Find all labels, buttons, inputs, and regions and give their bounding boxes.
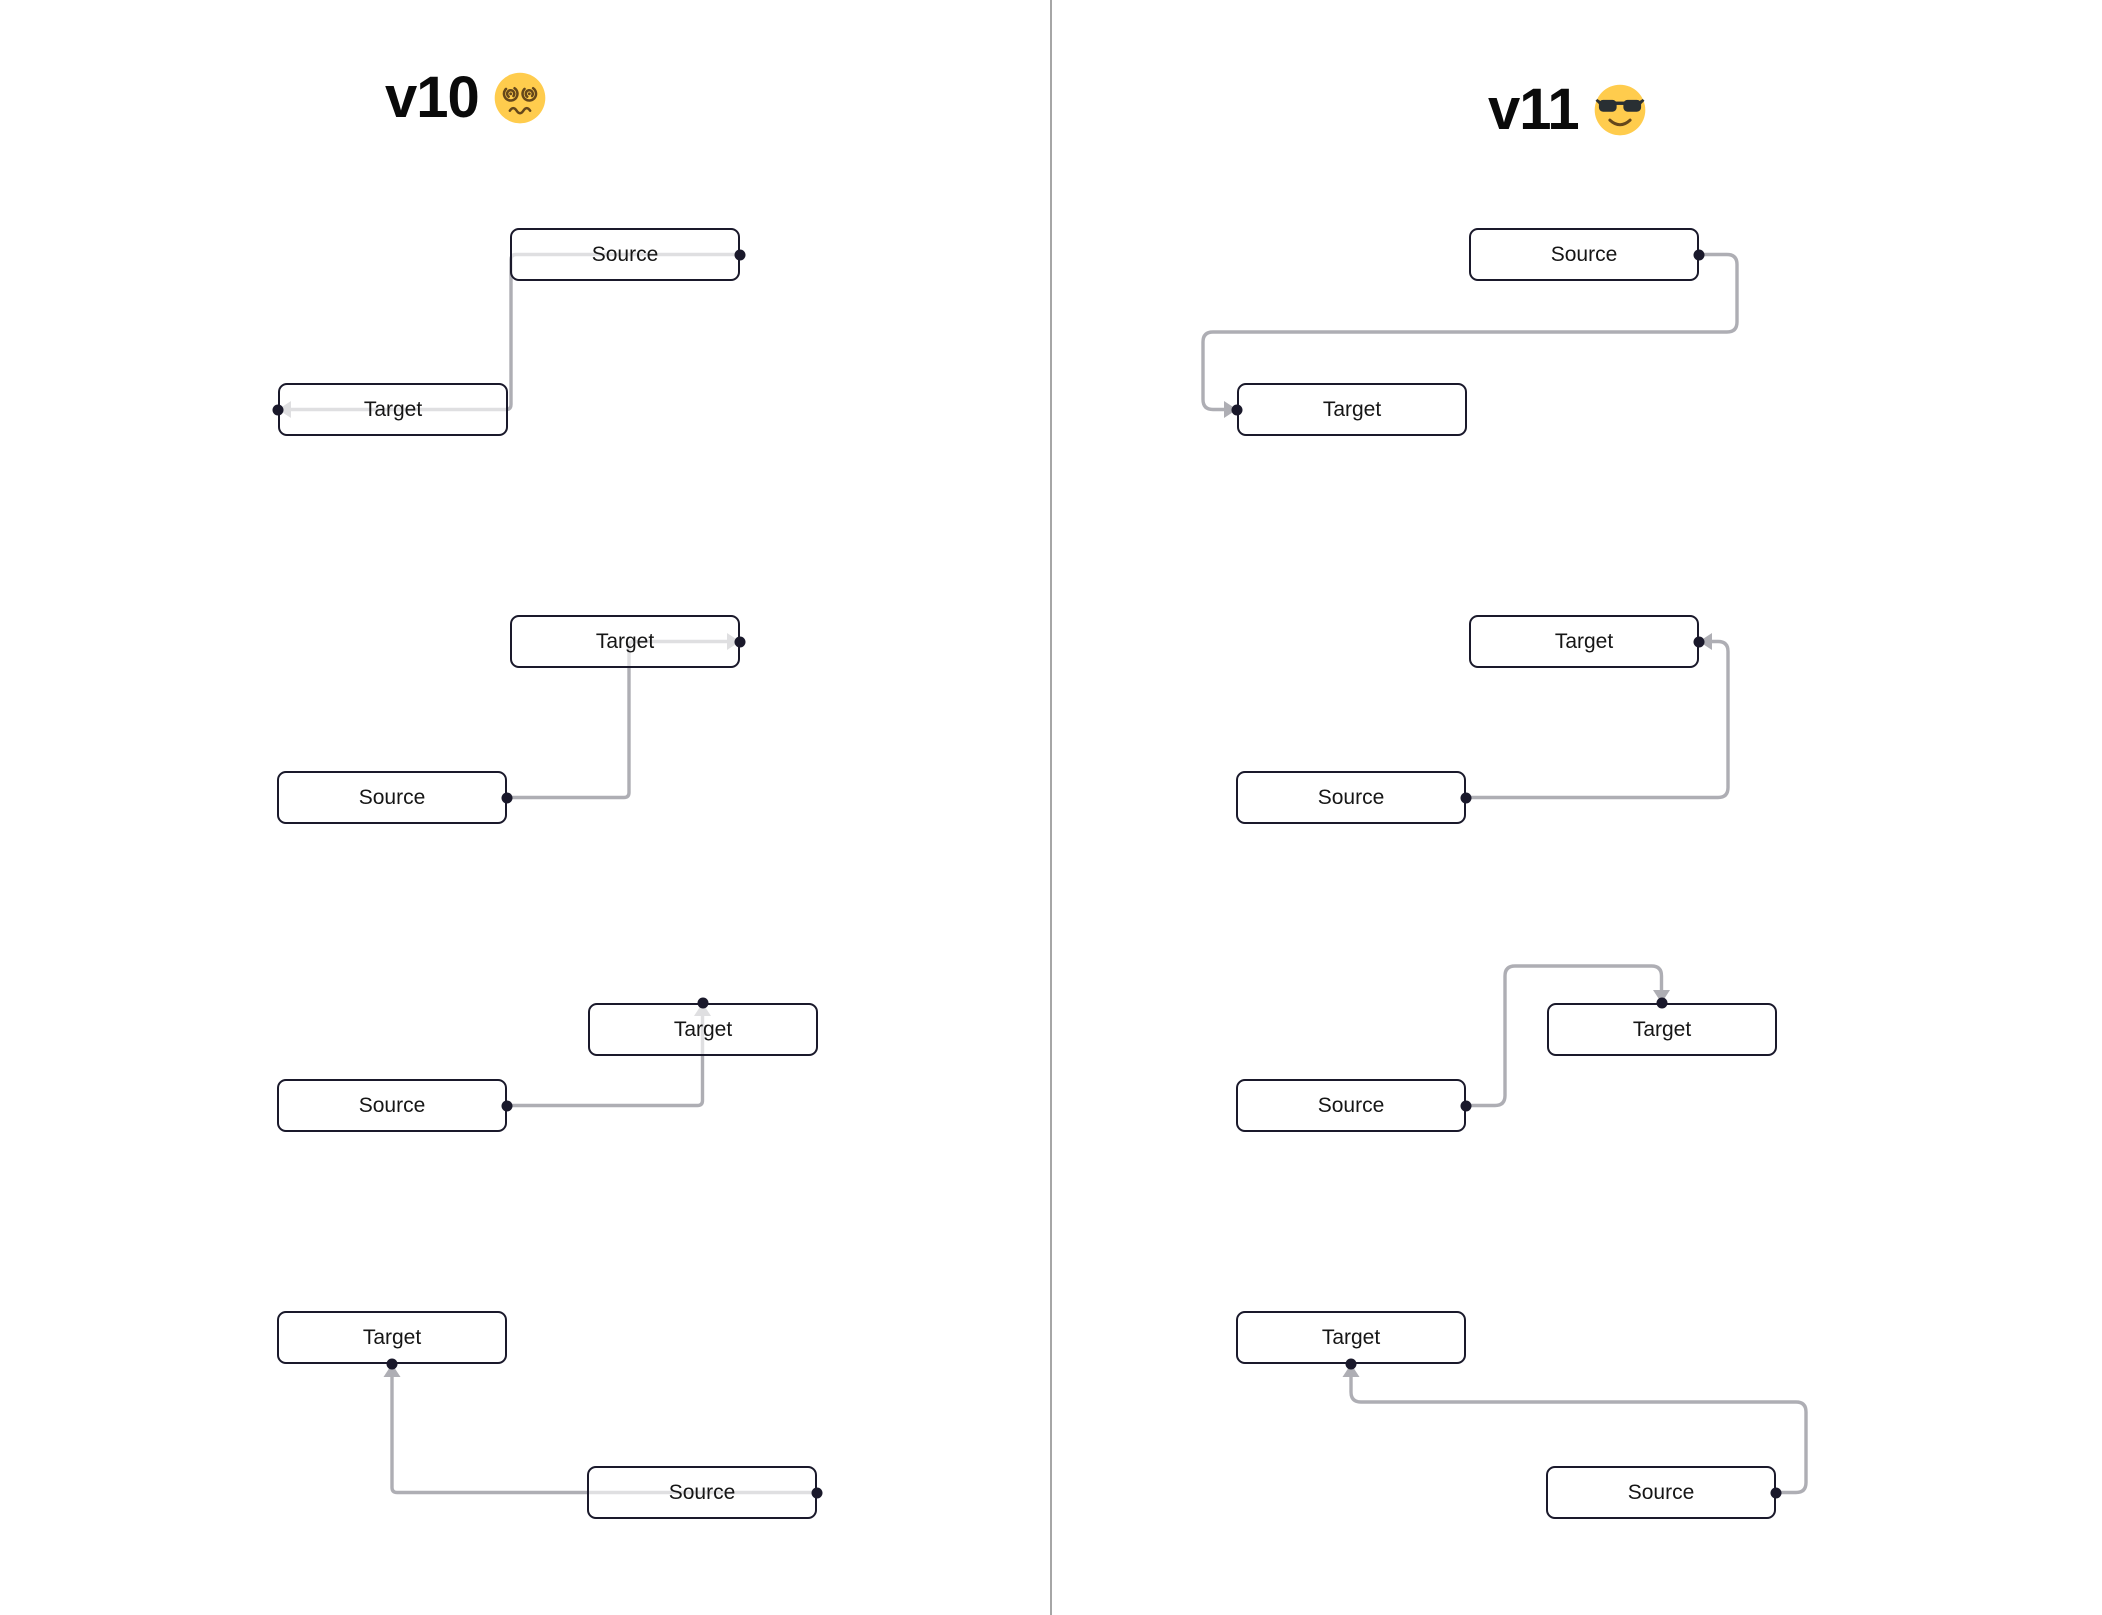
title-v10: v10 — [385, 64, 547, 131]
node-handle-right[interactable] — [734, 249, 746, 260]
v10-node-source[interactable]: Source — [277, 1079, 507, 1132]
v10-node-target[interactable]: Target — [510, 615, 740, 668]
node-handle-bottom[interactable] — [1345, 1358, 1357, 1370]
node-handle-left[interactable] — [1231, 404, 1243, 415]
node-label: Target — [595, 629, 655, 653]
edge-v10-4[interactable] — [390, 1364, 817, 1495]
edge-v11-3[interactable] — [1466, 964, 1664, 1108]
edge-arrowhead-icon — [1342, 1364, 1360, 1377]
edge-arrowhead-icon — [383, 1364, 401, 1377]
node-handle-left[interactable] — [272, 404, 284, 415]
node-label: Source — [1317, 1093, 1385, 1117]
node-handle-top[interactable] — [1656, 997, 1667, 1009]
node-handle-right[interactable] — [1693, 249, 1705, 260]
v10-node-source[interactable]: Source — [510, 228, 740, 281]
node-label: Source — [358, 785, 426, 809]
title-v11-label: v11 — [1488, 77, 1580, 142]
v11-node-source[interactable]: Source — [1236, 771, 1466, 824]
edge-v11-2[interactable] — [1466, 639, 1730, 800]
node-handle-right[interactable] — [1693, 636, 1705, 647]
title-v10-label: v10 — [385, 65, 480, 130]
node-label: Target — [673, 1017, 733, 1041]
v11-node-source[interactable]: Source — [1469, 228, 1699, 281]
node-handle-right[interactable] — [734, 636, 746, 647]
node-label: Target — [1322, 397, 1382, 421]
v11-node-source[interactable]: Source — [1236, 1079, 1466, 1132]
node-label: Source — [358, 1093, 426, 1117]
node-label: Source — [1550, 242, 1618, 266]
node-label: Source — [668, 1480, 736, 1504]
node-handle-right[interactable] — [501, 1100, 513, 1111]
v11-node-source[interactable]: Source — [1546, 1466, 1776, 1519]
v10-node-target[interactable]: Target — [278, 383, 508, 436]
edge-v11-1[interactable] — [1201, 252, 1739, 412]
edge-arrowhead-icon — [1699, 633, 1712, 650]
node-label: Target — [363, 397, 423, 421]
node-handle-right[interactable] — [1770, 1487, 1782, 1498]
node-handle-right[interactable] — [501, 792, 513, 803]
edge-arrowhead-icon — [1653, 990, 1670, 1003]
dizzy-face-emoji — [494, 72, 546, 123]
node-label: Target — [362, 1325, 422, 1349]
sunglasses-face-emoji — [1594, 84, 1645, 135]
node-label: Target — [1554, 629, 1614, 653]
node-label: Target — [1321, 1325, 1381, 1349]
node-label: Target — [1632, 1017, 1692, 1041]
node-handle-right[interactable] — [1460, 792, 1472, 803]
column-divider — [1050, 0, 1052, 1615]
v10-node-source[interactable]: Source — [277, 771, 507, 824]
v11-node-target[interactable]: Target — [1237, 383, 1467, 436]
node-label: Source — [1317, 785, 1385, 809]
node-handle-right[interactable] — [811, 1487, 823, 1498]
node-handle-right[interactable] — [1460, 1100, 1472, 1111]
node-handle-top[interactable] — [697, 997, 708, 1009]
v11-node-target[interactable]: Target — [1236, 1311, 1466, 1364]
node-handle-bottom[interactable] — [386, 1358, 398, 1370]
v11-node-target[interactable]: Target — [1547, 1003, 1777, 1056]
edge-v11-4[interactable] — [1349, 1364, 1808, 1495]
edge-v10-3[interactable] — [507, 1003, 705, 1108]
v11-node-target[interactable]: Target — [1469, 615, 1699, 668]
node-label: Source — [591, 242, 659, 266]
edge-arrowhead-icon — [1224, 401, 1237, 418]
v10-node-target[interactable]: Target — [588, 1003, 818, 1056]
v10-node-source[interactable]: Source — [587, 1466, 817, 1519]
v10-node-target[interactable]: Target — [277, 1311, 507, 1364]
node-label: Source — [1627, 1480, 1695, 1504]
title-v11: v11 — [1488, 76, 1647, 143]
